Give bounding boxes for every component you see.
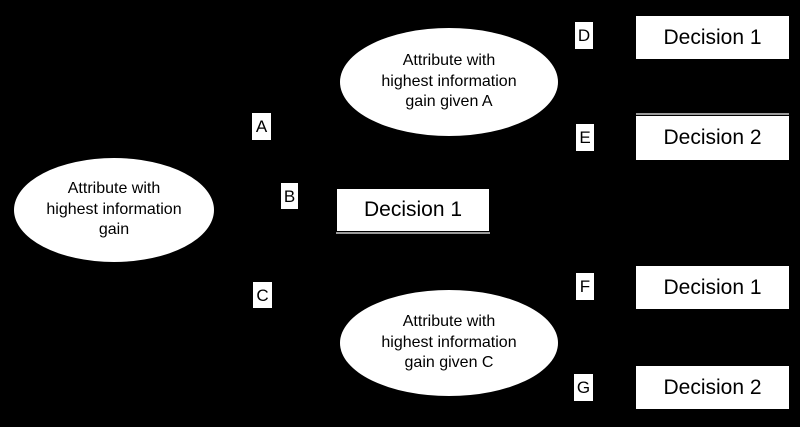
edge-label-d-text: D xyxy=(577,26,591,45)
edge-label-g: G xyxy=(574,374,593,401)
edge-label-a-text: A xyxy=(255,117,268,136)
edge-label-e: E xyxy=(576,124,594,151)
edge-label-b: B xyxy=(281,183,298,209)
node-decision-d-label: Decision 1 xyxy=(663,25,762,49)
edge-label-c: C xyxy=(253,282,272,308)
node-branch-c-attribute[interactable]: Attribute with highest information gain … xyxy=(340,290,558,396)
node-branch-a-attribute-label: Attribute with highest information gain … xyxy=(381,52,517,111)
node-decision-b-label: Decision 1 xyxy=(363,198,463,221)
edge-label-e-text: E xyxy=(579,128,591,147)
edge-label-c-text: C xyxy=(256,285,269,305)
node-root-attribute-label: Attribute with highest information gain xyxy=(46,180,182,239)
node-decision-b[interactable]: Decision 1 xyxy=(336,188,490,232)
edge-label-b-text: B xyxy=(283,186,296,206)
node-branch-c-attribute-label: Attribute with highest information gain … xyxy=(381,313,517,372)
edge-label-d: D xyxy=(575,22,593,49)
edge-label-g-text: G xyxy=(576,378,591,397)
node-decision-f-label: Decision 1 xyxy=(663,275,762,299)
node-decision-e-label: Decision 2 xyxy=(663,126,762,149)
edge-root-to-branch-a xyxy=(204,79,340,186)
node-decision-d[interactable]: Decision 1 xyxy=(635,15,790,60)
edge-label-f: F xyxy=(576,273,594,300)
edge-label-f-text: F xyxy=(579,277,591,296)
node-branch-a-attribute[interactable]: Attribute with highest information gain … xyxy=(340,28,558,136)
node-root-attribute[interactable]: Attribute with highest information gain xyxy=(14,158,214,262)
node-decision-f[interactable]: Decision 1 xyxy=(635,265,790,310)
node-decision-e[interactable]: Decision 2 xyxy=(635,115,790,161)
edge-root-to-branch-c xyxy=(204,237,340,336)
edge-label-a: A xyxy=(252,113,271,140)
node-decision-g-label: Decision 2 xyxy=(663,375,762,399)
node-decision-g[interactable]: Decision 2 xyxy=(635,365,790,410)
